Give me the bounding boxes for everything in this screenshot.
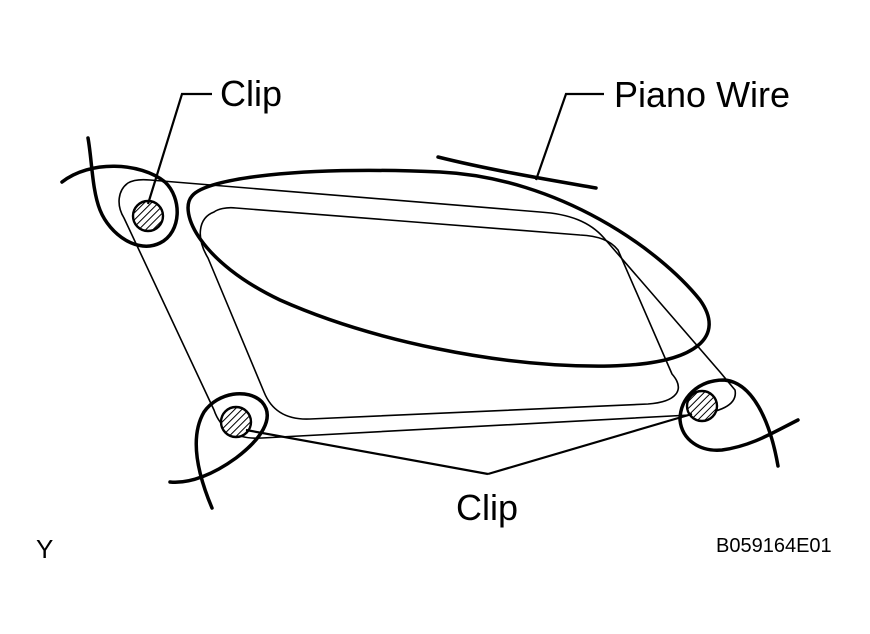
clip-bottom-left (219, 405, 253, 439)
label-clip-bottom: Clip (456, 487, 518, 528)
panel-outer-outline (118, 178, 737, 439)
clip-wire-loop-bottom-right (678, 378, 800, 468)
clip-bottom-right (685, 389, 719, 423)
label-clip-top: Clip (220, 73, 282, 114)
label-piano-wire: Piano Wire (614, 74, 790, 115)
panel-inner-outline (199, 206, 680, 420)
piano-wire-loop (186, 168, 711, 368)
view-letter: Y (36, 534, 53, 564)
leader-clip-bottom-left (245, 428, 489, 476)
leader-clip-bottom-right (487, 412, 693, 476)
clip-wire-loop-top-left (60, 136, 179, 248)
piano-wire-crossing (436, 155, 598, 190)
leader-piano-wire (534, 92, 604, 181)
clip-wire-loop-bottom-left (168, 392, 269, 510)
figure-code: B059164E01 (716, 535, 832, 557)
clip-top-left (131, 199, 165, 233)
leader-clip-top (146, 92, 212, 205)
